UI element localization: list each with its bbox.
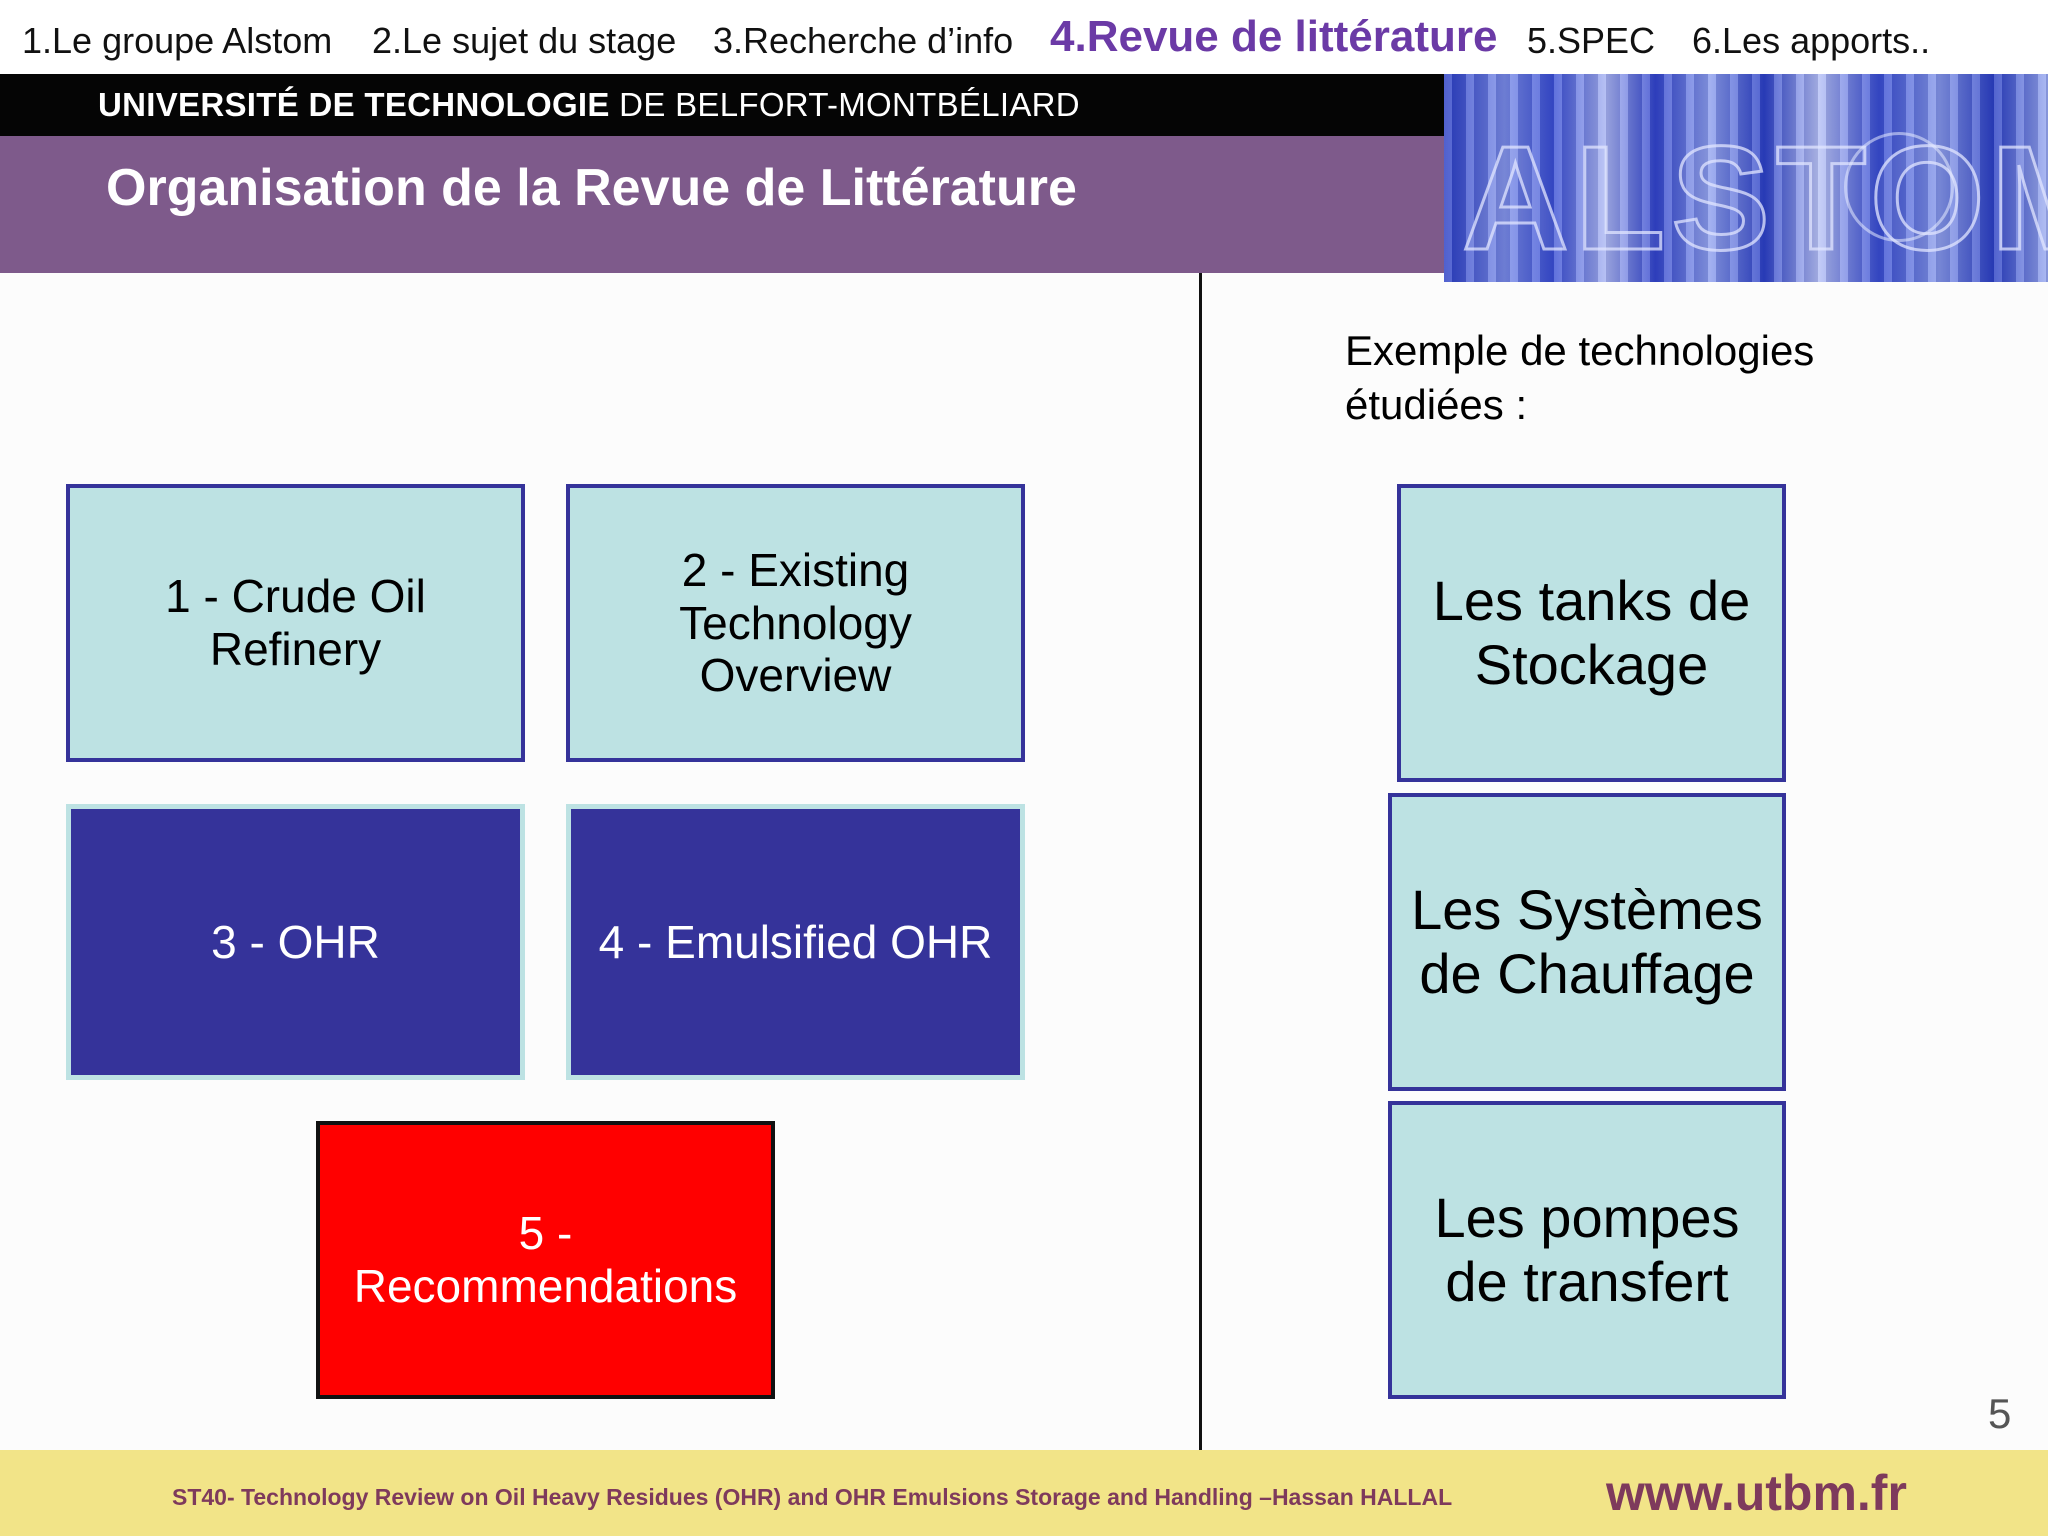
heading-line: étudiées : xyxy=(1345,380,1528,428)
box-recommendations: 5 -Recommendations xyxy=(316,1121,775,1399)
box-line: Technology xyxy=(679,596,912,649)
slide-title: Organisation de la Revue de Littérature xyxy=(106,159,1077,217)
nav-item-spec[interactable]: 5.SPEC xyxy=(1527,20,1656,61)
box-line: 3 - OHR xyxy=(211,915,380,968)
box-line: Refinery xyxy=(209,623,382,675)
technologies-heading: Exemple de technologies étudiées : xyxy=(1345,324,1905,432)
box-line: 1 - Crude Oil xyxy=(165,570,426,623)
box-ohr: 3 - OHR xyxy=(66,804,525,1080)
university-name-rest: DE BELFORT-MONTBÉLIARD xyxy=(609,86,1080,123)
footer-url-link[interactable]: www.utbm.fr xyxy=(1606,1465,1907,1521)
box-line: de transfert xyxy=(1445,1250,1729,1313)
box-line: Recommendations xyxy=(353,1260,738,1312)
box-emulsified-ohr: 4 - Emulsified OHR xyxy=(566,804,1025,1080)
nav-item-recherche-info[interactable]: 3.Recherche d’info xyxy=(713,20,1014,61)
box-line: Stockage xyxy=(1474,633,1709,696)
box-line: 2 - Existing xyxy=(681,543,910,596)
footer-caption: ST40- Technology Review on Oil Heavy Res… xyxy=(172,1484,1453,1510)
box-line: 4 - Emulsified OHR xyxy=(598,915,993,968)
heading-line: Exemple de technologies xyxy=(1345,327,1815,374)
box-line: 5 - xyxy=(518,1207,573,1260)
nav-item-groupe-alstom[interactable]: 1.Le groupe Alstom xyxy=(22,20,333,61)
logo-circle-icon xyxy=(1844,132,1954,242)
nav-item-apports[interactable]: 6.Les apports.. xyxy=(1692,20,1931,61)
footer-bar xyxy=(0,1450,2048,1536)
column-divider xyxy=(1199,273,1202,1450)
page-number: 5 xyxy=(1988,1390,2012,1437)
alstom-logo: ALSTOM xyxy=(1444,74,2048,282)
university-name: UNIVERSITÉ DE TECHNOLOGIE DE BELFORT-MON… xyxy=(98,86,1080,124)
nav-item-revue-litterature[interactable]: 4.Revue de littérature xyxy=(1050,12,1498,61)
university-name-bold: UNIVERSITÉ DE TECHNOLOGIE xyxy=(98,86,610,123)
box-line: Les Systèmes xyxy=(1411,877,1763,941)
university-bar xyxy=(0,74,1444,136)
box-line: de Chauffage xyxy=(1419,942,1755,1005)
box-line: Overview xyxy=(699,649,892,702)
title-bar xyxy=(0,136,1444,273)
section-nav: 1.Le groupe Alstom 2.Le sujet du stage 3… xyxy=(0,0,2048,74)
box-line: Les tanks de xyxy=(1432,568,1751,632)
nav-item-sujet-stage[interactable]: 2.Le sujet du stage xyxy=(372,20,677,61)
box-line: Les pompes xyxy=(1434,1185,1740,1249)
alstom-logo-text: ALSTOM xyxy=(1460,115,2048,283)
